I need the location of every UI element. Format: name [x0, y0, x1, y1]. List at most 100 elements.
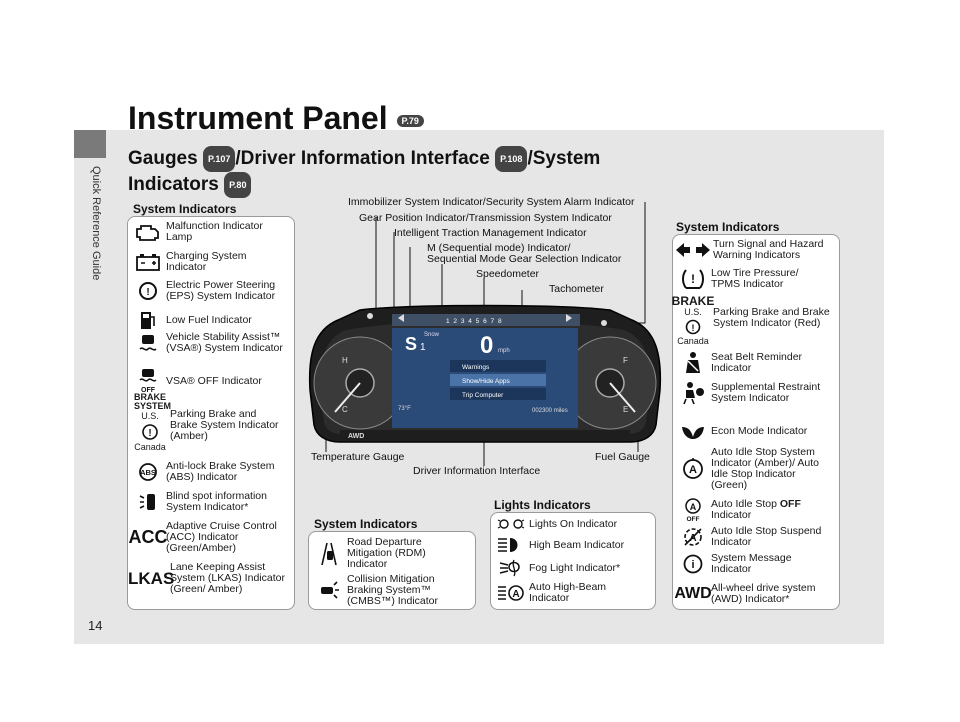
list-item: Turn Signal and Hazard Warning Indicator…	[673, 239, 831, 261]
indicator-label: Auto Idle Stop System Indicator (Amber)/…	[711, 446, 819, 491]
right-indicators-panel: Turn Signal and Hazard Warning Indicator…	[672, 234, 840, 610]
indicator-label: Vehicle Stability Assist™ (VSA®) System …	[166, 331, 283, 354]
menu-item[interactable]	[450, 374, 546, 386]
indicator-label: Auto Idle Stop Suspend Indicator	[711, 525, 822, 548]
list-item: ! Low Tire Pressure/ TPMS Indicator	[675, 267, 829, 291]
lights-panel-title: Lights Indicators	[494, 498, 591, 512]
right-panel-title: System Indicators	[676, 220, 780, 234]
indicator-label: Road Departure Mitigation (RDM) Indicato…	[347, 536, 426, 570]
seat-belt-icon	[675, 351, 711, 375]
callout-immobilizer: Immobilizer System Indicator/Security Sy…	[348, 196, 635, 208]
brake-icon: BRAKE	[671, 294, 715, 308]
gear-number: 1	[420, 342, 426, 353]
indicator-label: System Message Indicator	[711, 552, 792, 575]
indicator-label: Lane Keeping Assist System (LKAS) Indica…	[170, 561, 285, 595]
callout-m-mode-line2: Sequential Mode Gear Selection Indicator	[427, 253, 622, 265]
heading-indicators: Indicators	[128, 174, 219, 196]
callout-fuel: Fuel Gauge	[595, 451, 650, 463]
tachometer-bar	[392, 314, 580, 326]
lights-on-icon	[493, 516, 529, 532]
page-number: 14	[88, 618, 103, 633]
list-item: Fog Light Indicator*	[493, 558, 620, 578]
road-departure-icon	[311, 541, 347, 567]
temperature-readout: 73°F	[398, 406, 411, 412]
list-item: i System Message Indicator	[675, 553, 829, 575]
callout-tachometer: Tachometer	[549, 283, 604, 295]
page-title: Instrument Panel P.79	[128, 100, 424, 137]
brake-circle-icon: !	[142, 424, 158, 440]
turn-signal-icon	[673, 242, 713, 258]
brake-icon-group: BRAKE SYSTEM U.S. ! Canada	[130, 392, 172, 453]
temperature-gauge: H C	[313, 336, 407, 430]
svg-text:!: !	[691, 272, 695, 286]
tachometer-scale: 1 2 3 4 5 6 7 8	[446, 318, 503, 325]
indicator-label: Low Fuel Indicator	[166, 313, 252, 326]
indicator-label: Fog Light Indicator*	[529, 561, 621, 574]
indicator-label: Auto High-Beam Indicator	[529, 581, 607, 604]
temp-hot-label: H	[342, 356, 348, 365]
battery-icon	[130, 252, 166, 272]
page-ref-link[interactable]: P.108	[495, 146, 528, 172]
svg-text:A: A	[689, 464, 697, 476]
menu-item-label: Show/Hide Apps	[462, 378, 510, 385]
fuel-pump-icon	[130, 309, 166, 331]
awd-icon: AWD	[674, 585, 712, 602]
indicator-label: Supplemental Restraint System Indicator	[711, 381, 821, 404]
svg-text:OFF: OFF	[141, 387, 156, 394]
menu-item-label: Trip Computer	[462, 392, 504, 399]
turn-arrow-icon	[566, 314, 572, 322]
indicator-label: Parking Brake and Brake System Indicator…	[170, 408, 279, 442]
page-ref-link[interactable]: P.107	[202, 146, 236, 172]
list-item: Seat Belt Reminder Indicator	[675, 351, 829, 375]
list-item: Lights On Indicator	[493, 516, 617, 532]
lkas-icon: LKAS	[128, 568, 175, 588]
list-item: ! Electric Power Steering (EPS) System I…	[130, 280, 284, 302]
svg-text:A: A	[512, 589, 519, 600]
indicator-label: Collision Mitigation Braking System™ (CM…	[347, 573, 439, 607]
heading-system: /System	[527, 148, 601, 170]
list-item: A Auto Idle Stop System Indicator (Amber…	[675, 447, 829, 491]
steering-icon: !	[130, 280, 166, 302]
svg-text:!: !	[148, 428, 151, 439]
high-beam-icon	[493, 536, 529, 554]
indicator-label: VSA® OFF Indicator	[166, 374, 262, 387]
page-ref-link[interactable]: P.79	[396, 114, 424, 127]
indicator-label: Low Tire Pressure/ TPMS Indicator	[711, 267, 799, 290]
center-panel-title: System Indicators	[314, 517, 418, 531]
svg-text:A: A	[689, 533, 696, 544]
tire-pressure-icon: !	[675, 267, 711, 291]
acc-icon: ACC	[128, 527, 168, 547]
svg-text:i: i	[691, 559, 694, 571]
list-item: OFF VSA® OFF Indicator	[130, 367, 284, 395]
awd-readout: AWD	[348, 433, 364, 440]
indicator-label: Blind spot information System Indicator*	[166, 490, 267, 513]
menu-item[interactable]	[450, 388, 546, 400]
list-item: A Auto High-Beam Indicator	[493, 582, 639, 604]
left-indicators-panel: Malfunction Indicator Lamp Charging Syst…	[127, 216, 295, 610]
brake-system-icon: BRAKE SYSTEM	[134, 392, 172, 411]
fog-light-icon	[493, 558, 529, 578]
brake-red-icon-group: BRAKE U.S. ! Canada	[671, 294, 715, 347]
list-item: BRAKE SYSTEM U.S. ! Canada Parking Brake…	[130, 393, 286, 453]
indicator-strip	[340, 430, 630, 440]
menu-item[interactable]	[450, 360, 546, 372]
engine-icon	[130, 222, 166, 242]
list-item: BRAKE U.S. ! Canada Parking Brake and Br…	[671, 294, 831, 347]
system-message-icon: i	[675, 553, 711, 575]
turn-arrow-icon	[398, 314, 404, 322]
callout-m-mode-line1: M (Sequential mode) Indicator/	[427, 242, 571, 254]
list-item: LKAS Lane Keeping Assist System (LKAS) I…	[128, 562, 288, 595]
indicator-label: Adaptive Cruise Control (ACC) Indicator …	[166, 520, 277, 554]
svg-text:ABS: ABS	[140, 468, 156, 477]
region-label-canada: Canada	[134, 442, 166, 452]
gear-indicator: S	[405, 334, 417, 354]
page-ref-link[interactable]: P.80	[224, 172, 252, 198]
side-label: Quick Reference Guide	[90, 166, 102, 281]
section-tab	[74, 130, 106, 158]
airbag-icon	[675, 381, 711, 405]
speed-unit: mph	[498, 348, 510, 354]
auto-idle-stop-suspend-icon: A	[675, 525, 711, 549]
instrument-cluster: H C F E 1 2 3 4 5 6 7 8 S 1 Snow 0 mph W…	[308, 202, 662, 466]
left-panel-title: System Indicators	[133, 202, 237, 216]
